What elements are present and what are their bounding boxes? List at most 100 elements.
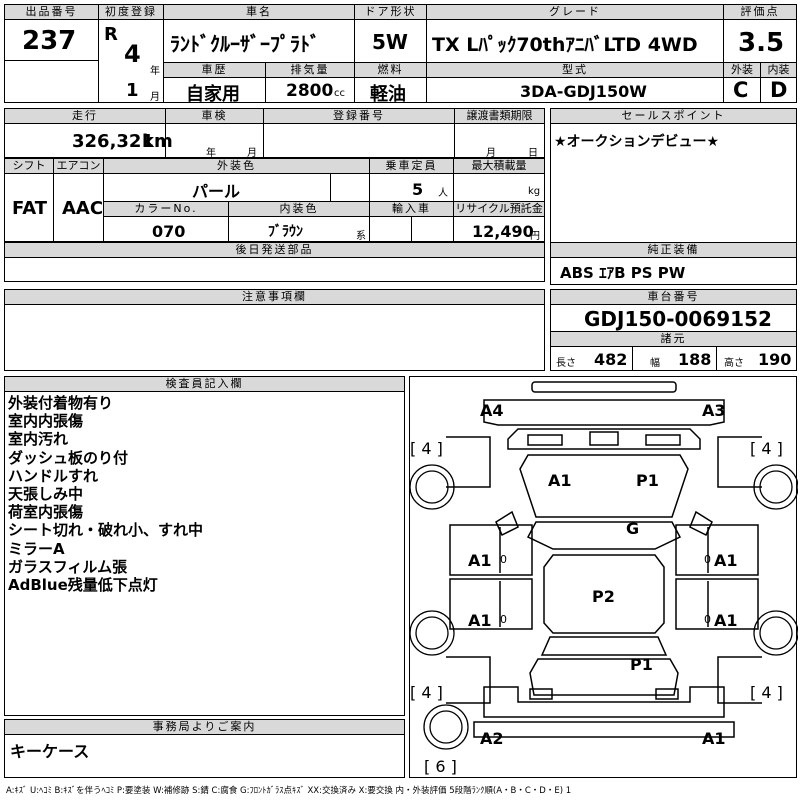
sales-point-box bbox=[550, 108, 797, 285]
spec-table bbox=[4, 158, 545, 242]
note-line: 室内内張傷 bbox=[8, 412, 84, 431]
inspector-box bbox=[4, 376, 405, 716]
inspect-month-unit: 月 bbox=[247, 148, 257, 159]
shift: FAT bbox=[12, 198, 48, 219]
int-label: 内装 bbox=[761, 63, 796, 77]
damage-lr-door: A1 bbox=[468, 611, 492, 630]
note-line: ミラーA bbox=[8, 539, 65, 558]
door-type: 5W bbox=[372, 30, 408, 54]
chassis-label: 型式 bbox=[427, 63, 723, 77]
color: パール bbox=[192, 182, 241, 201]
damage-rr-door: A1 bbox=[714, 611, 738, 630]
legend: A:ｷｽﾞ U:ﾍｺﾐ B:ｷｽﾞを伴うﾍｺﾐ P:要塗装 W:補修跡 S:錆 … bbox=[6, 786, 572, 796]
sales-point: ★オークションデビュー★ bbox=[554, 134, 720, 150]
chassis-code: 3DA-GDJ150W bbox=[520, 82, 647, 101]
reg-month: 1 bbox=[126, 80, 139, 101]
year-unit: 年 bbox=[150, 66, 160, 77]
colorno-label: カラーNo. bbox=[104, 202, 228, 216]
disp-label: 排気量 bbox=[266, 63, 354, 77]
damage-a4: A4 bbox=[480, 401, 504, 420]
note-line: 天張しみ中 bbox=[8, 485, 84, 504]
vin-label: 車台番号 bbox=[551, 290, 796, 304]
import-label: 輸入車 bbox=[370, 202, 453, 216]
damage-glass: G bbox=[626, 519, 640, 538]
later-parts-label: 後日発送部品 bbox=[5, 243, 544, 257]
tire-rl: [ 4 ] bbox=[410, 683, 443, 702]
damage-a2: A2 bbox=[480, 729, 504, 748]
displacement: 2800 bbox=[286, 81, 334, 101]
model-name: ﾗﾝﾄﾞｸﾙｰｻﾞｰﾌﾟﾗﾄﾞ bbox=[170, 32, 320, 56]
inspector-label: 検査員記入欄 bbox=[5, 377, 404, 391]
int-grade: D bbox=[770, 78, 788, 102]
damage-rear: P1 bbox=[630, 655, 653, 674]
intcolor: ﾌﾞﾗｳﾝ bbox=[268, 224, 303, 240]
note-line: ガラスフィルム張 bbox=[8, 557, 128, 576]
fuel-label: 燃料 bbox=[355, 63, 426, 77]
vin: GDJ150-0069152 bbox=[584, 307, 772, 331]
mileage-label: 走行 bbox=[5, 109, 165, 123]
recycle-label: リサイクル預託金 bbox=[454, 202, 544, 216]
width: 188 bbox=[678, 350, 712, 369]
damage-rf-door: A1 bbox=[714, 551, 738, 570]
era: R bbox=[104, 24, 118, 45]
transfer-label: 譲渡書類期限 bbox=[455, 109, 544, 123]
office-box bbox=[4, 719, 405, 778]
model-label: 車名 bbox=[164, 5, 354, 19]
note-line: 室内汚れ bbox=[8, 430, 69, 449]
height: 190 bbox=[758, 350, 792, 369]
office-note: キーケース bbox=[10, 742, 90, 761]
grade: TX Lﾊﾟｯｸ70thｱﾆﾊﾞLTD 4WD bbox=[432, 34, 698, 56]
mileage: 326,321 bbox=[72, 131, 154, 152]
cap-label: 乗車定員 bbox=[370, 159, 453, 173]
zero-rr: 0 bbox=[704, 613, 711, 626]
damage-hood-a1: A1 bbox=[548, 471, 572, 490]
color-label: 外装色 bbox=[104, 159, 369, 173]
tire-spare: [ 6 ] bbox=[424, 757, 457, 776]
cap-unit: 人 bbox=[438, 188, 448, 199]
caution-box bbox=[4, 289, 545, 371]
note-line: 荷室内張傷 bbox=[8, 503, 84, 522]
recycle-unit: 円 bbox=[530, 231, 540, 242]
wid-label: 幅 bbox=[650, 358, 660, 369]
disp-unit: cc bbox=[334, 88, 345, 99]
intcolor-unit: 系 bbox=[356, 231, 366, 242]
fuel: 軽油 bbox=[370, 84, 406, 105]
spec-label: 諸元 bbox=[551, 332, 796, 346]
mileage-unit: km bbox=[142, 131, 173, 152]
month-unit: 月 bbox=[150, 92, 160, 103]
recycle: 12,490 bbox=[472, 222, 534, 241]
load-unit: kg bbox=[528, 186, 541, 197]
history: 自家用 bbox=[186, 84, 240, 105]
door-label: ドア形状 bbox=[355, 5, 426, 19]
zero-lf: 0 bbox=[500, 553, 507, 566]
note-line: ダッシュ板のり付 bbox=[8, 448, 129, 467]
ext-grade: C bbox=[733, 78, 749, 102]
ext-label: 外装 bbox=[724, 63, 760, 77]
first-reg-label: 初度登録 bbox=[99, 5, 163, 19]
capacity: 5 bbox=[412, 180, 424, 199]
damage-roof: P2 bbox=[592, 587, 615, 606]
transfer-month-unit: 月 bbox=[486, 148, 496, 159]
inspect-label: 車検 bbox=[166, 109, 263, 123]
damage-hood-p1: P1 bbox=[636, 471, 659, 490]
tire-rr: [ 4 ] bbox=[750, 683, 783, 702]
equip-label: 純正装備 bbox=[551, 243, 796, 257]
damage-a1-rear: A1 bbox=[702, 729, 726, 748]
caution-label: 注意事項欄 bbox=[5, 290, 544, 304]
load-label: 最大積載量 bbox=[454, 159, 544, 173]
later-parts-box bbox=[4, 242, 545, 282]
zero-lr: 0 bbox=[500, 613, 507, 626]
transfer-day-unit: 日 bbox=[528, 148, 538, 159]
car-outline bbox=[410, 381, 798, 750]
score: 3.5 bbox=[738, 28, 785, 58]
score-label: 評価点 bbox=[724, 5, 796, 19]
inspect-year-unit: 年 bbox=[206, 148, 216, 159]
aircon: AAC bbox=[62, 198, 104, 219]
reg-year: 4 bbox=[124, 40, 141, 68]
plate-label: 登録番号 bbox=[264, 109, 454, 123]
damage-diagram: A4 A3 [ 4 ] [ 4 ] A1 P1 G A1 0 A1 0 P2 A… bbox=[409, 376, 798, 778]
len-label: 長さ bbox=[556, 358, 576, 369]
zero-rf: 0 bbox=[704, 553, 711, 566]
sales-label: セールスポイント bbox=[551, 109, 796, 123]
lot-number: 237 bbox=[22, 26, 77, 56]
